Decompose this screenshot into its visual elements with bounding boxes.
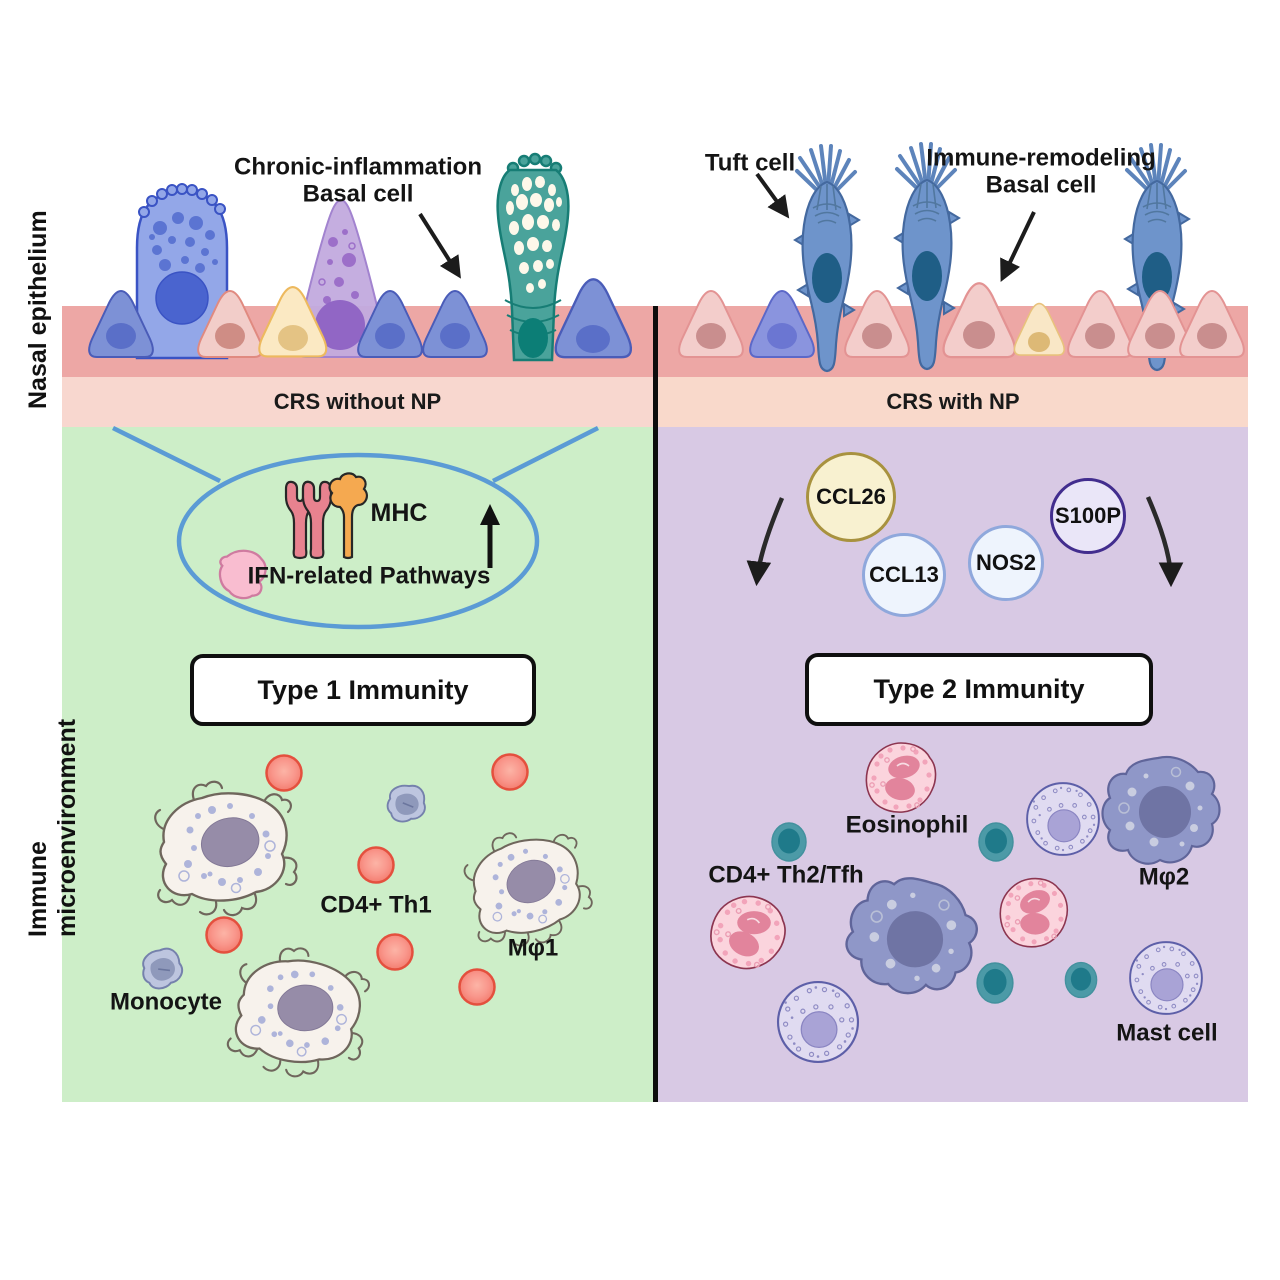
mhc-receptor-icon [284, 472, 368, 560]
ciliated-secretory-cell [135, 183, 229, 360]
monocyte-label: Monocyte [109, 988, 223, 1016]
mhc-label: MHC [370, 498, 428, 527]
type2-immunity-label: Type 2 Immunity [873, 674, 1085, 704]
chronic-basal-label-line1: Chronic-inflammation [233, 153, 483, 181]
ccl13-label: CCL13 [869, 562, 939, 587]
immune-basal-arrow [1000, 211, 1036, 282]
condition-left-label: CRS without NP [273, 389, 442, 414]
upregulation-arrow-icon [480, 504, 500, 568]
molecule-nos2: NOS2 [968, 525, 1044, 601]
molecule-ccl13: CCL13 [862, 533, 946, 617]
ifn-protein-icon [218, 549, 267, 600]
type2-immunity-box: Type 2 Immunity [805, 653, 1153, 726]
tuft-cell-label: Tuft cell [704, 149, 796, 177]
s100p-label: S100P [1054, 503, 1122, 528]
condition-band-left: CRS without NP [62, 377, 653, 427]
basal-cell-row-right [678, 282, 1245, 359]
nos2-label: NOS2 [976, 550, 1036, 575]
type1-immunity-box: Type 1 Immunity [190, 654, 536, 726]
magnification-callout [112, 425, 600, 630]
chronic-basal-label-line2: Basal cell [302, 180, 414, 208]
goblet-cell [496, 152, 570, 362]
basal-cell-large-left-nucleus [576, 325, 610, 353]
molecule-s100p: S100P [1050, 478, 1126, 554]
mast-cell-label: Mast cell [1116, 1019, 1218, 1047]
immune-basal-label-line2: Basal cell [985, 171, 1097, 199]
chronic-inflammation-basal-cell [294, 198, 388, 358]
annotation-arrows [418, 172, 1036, 282]
panel-divider [653, 306, 658, 1102]
condition-right-label: CRS with NP [886, 389, 1020, 414]
ccl26-label: CCL26 [816, 484, 886, 509]
basal-cell-row-left [88, 286, 488, 358]
ifn-pathways-label: IFN-related Pathways [247, 562, 491, 590]
tuft-cell-arrow [755, 172, 790, 219]
immune-basal-label-line1: Immune-remodeling [926, 144, 1156, 172]
panel-type1-microenvironment [62, 427, 653, 1102]
cd4-th1-label: CD4+ Th1 [320, 891, 432, 919]
mphi2-label: Mφ2 [1138, 863, 1190, 891]
mphi1-label: Mφ1 [507, 934, 559, 962]
type1-immunity-label: Type 1 Immunity [257, 674, 469, 705]
chronic-basal-arrow [418, 212, 461, 279]
cd4-th2-tfh-label: CD4+ Th2/Tfh [708, 861, 864, 889]
molecule-ccl26: CCL26 [806, 452, 896, 542]
condition-band-right: CRS with NP [658, 377, 1248, 427]
secretion-arrows [746, 496, 1184, 588]
eosinophil-label: Eosinophil [845, 811, 969, 839]
